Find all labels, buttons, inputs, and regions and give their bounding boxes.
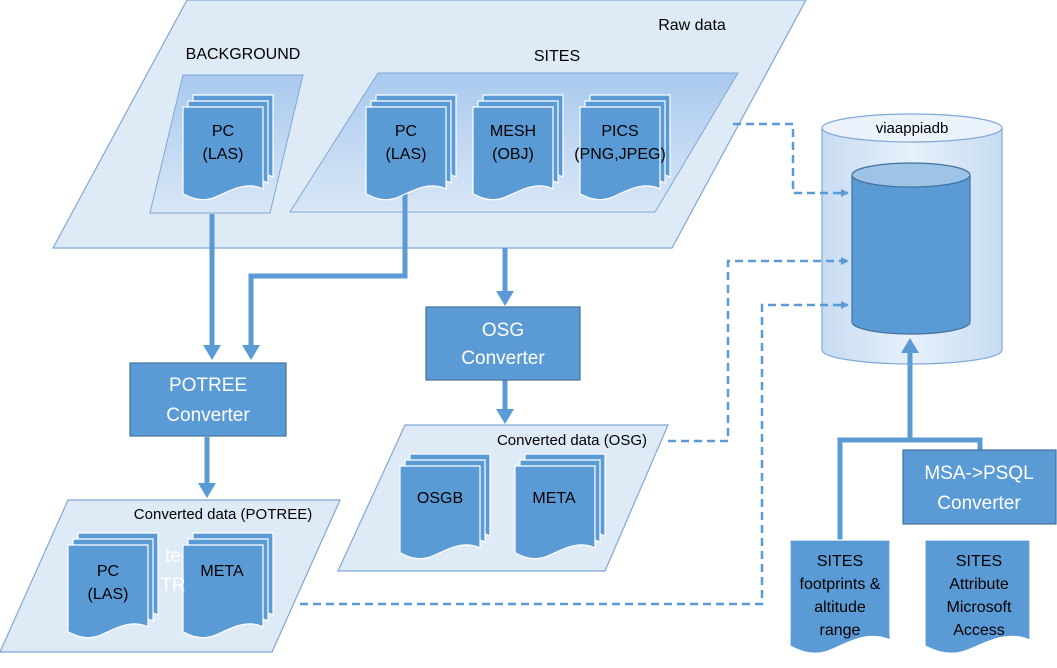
osgb-label: OSGB — [417, 490, 463, 507]
dashed-potree-to-db — [300, 301, 849, 606]
pics-line1: PICS — [601, 123, 638, 140]
osg-converter-line2: Converter — [461, 348, 545, 369]
osg-meta-stack — [514, 453, 606, 560]
background-pc-stack — [182, 94, 274, 201]
background-pc-line1: PC — [212, 123, 234, 140]
msa-psql-converter-line2: Converter — [937, 493, 1021, 514]
solid-arrowheads — [198, 291, 919, 498]
sites-pc-stack-page — [365, 106, 447, 201]
mesh-line1: MESH — [490, 123, 536, 140]
sites-pc-stack — [365, 94, 457, 201]
pics-stack — [579, 94, 671, 201]
osg-converter-box: OSG Converter — [425, 306, 581, 381]
potree-pc-stack-page — [67, 544, 149, 639]
attributes-source-page — [924, 539, 1031, 654]
potree-converter-line2: Converter — [166, 405, 250, 426]
osg-meta-stack-page — [514, 465, 596, 560]
dashed-connectors — [300, 122, 849, 606]
footprints-line1: SITES — [817, 553, 863, 570]
database-title: viaappiadb — [876, 120, 949, 137]
footprints-line2: footprints & — [800, 576, 881, 593]
msa-psql-converter-line1: MSA->PSQL — [924, 463, 1033, 484]
msa-join-line — [837, 437, 983, 542]
mesh-line2: (OBJ) — [492, 146, 534, 163]
attributes-line3: Microsoft — [947, 599, 1012, 616]
solid-connectors — [204, 194, 983, 542]
converted-potree-title: Converted data (POTREE) — [134, 506, 312, 523]
sites-title: SITES — [534, 48, 580, 65]
msa-psql-converter-box: MSA->PSQL Converter — [902, 449, 1057, 525]
potree-ghost-line1: te — [165, 546, 181, 567]
sites-pc-line2: (LAS) — [386, 146, 427, 163]
osgb-stack — [399, 453, 491, 560]
background-pc-stack-page — [182, 106, 264, 201]
potree-pc-line1: PC — [97, 563, 119, 580]
mesh-stack — [472, 94, 564, 201]
osgb-stack-page — [399, 465, 481, 560]
potree-ghost-line2: TR — [160, 575, 185, 596]
raw-data-title: Raw data — [658, 17, 726, 34]
background-title: BACKGROUND — [186, 46, 301, 63]
potree-converter-box: POTREE Converter — [129, 362, 287, 437]
footprints-source — [789, 539, 891, 654]
converted-osg-panel: Converted data (OSG) — [337, 424, 669, 572]
attributes-line1: SITES — [956, 553, 1002, 570]
attributes-line2: Attribute — [949, 576, 1009, 593]
background-pc-line2: (LAS) — [203, 146, 244, 163]
footprints-source-page — [789, 539, 891, 654]
potree-pc-line2: (LAS) — [88, 586, 129, 603]
osg-converter-line1: OSG — [482, 320, 524, 341]
viaappiadb-database: viaappiadb — [821, 113, 1003, 365]
dashed-osg-to-db — [668, 257, 849, 443]
attributes-line4: Access — [953, 622, 1005, 639]
arrow-sites-pc-to-potree — [248, 194, 408, 347]
footprints-line4: range — [820, 622, 861, 639]
potree-meta-label: META — [200, 563, 244, 580]
document-stacks — [67, 94, 1031, 654]
converted-osg-title: Converted data (OSG) — [497, 432, 647, 449]
potree-converter-line1: POTREE — [169, 375, 247, 396]
footprints-line3: altitude — [814, 599, 866, 616]
osg-meta-label: META — [532, 490, 576, 507]
potree-meta-stack — [182, 532, 274, 639]
potree-pc-stack — [67, 532, 159, 639]
mesh-stack-page — [472, 106, 554, 201]
potree-meta-stack-page — [182, 544, 264, 639]
dashed-raw-to-db — [733, 122, 849, 197]
sites-pc-line1: PC — [395, 123, 417, 140]
pics-stack-page — [579, 106, 661, 201]
attributes-source — [924, 539, 1031, 654]
pics-line2: (PNG,JPEG) — [574, 146, 666, 163]
